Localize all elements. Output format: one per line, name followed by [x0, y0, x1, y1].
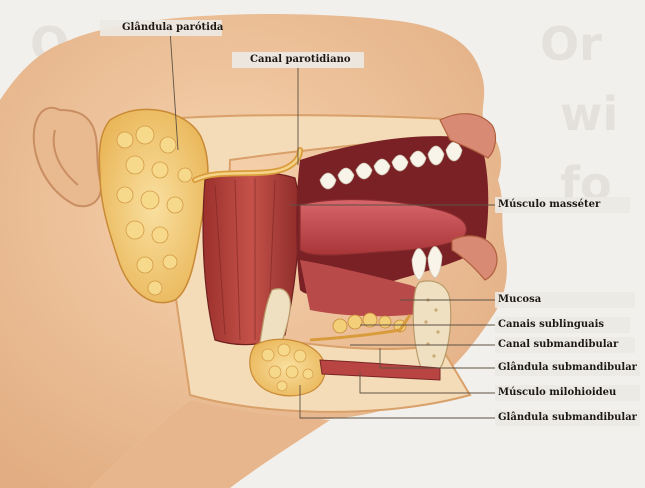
svg-text:Or: Or [540, 17, 602, 71]
svg-text:wi: wi [560, 87, 618, 141]
label-masseter: Músculo masséter [498, 198, 600, 212]
label-parotid-gland: Glândula parótida [122, 21, 223, 35]
label-submandibular-duct: Canal submandibular [498, 338, 618, 352]
label-parotid-duct: Canal parotidiano [250, 53, 351, 67]
label-submandibular-gland-lower: Glândula submandibular [498, 411, 637, 425]
label-submandibular-gland-upper: Glândula submandibular [498, 361, 637, 375]
label-mylohyoid: Músculo milohioideu [498, 386, 616, 400]
label-mucosa: Mucosa [498, 293, 541, 307]
label-sublingual-ducts: Canais sublinguais [498, 318, 604, 332]
